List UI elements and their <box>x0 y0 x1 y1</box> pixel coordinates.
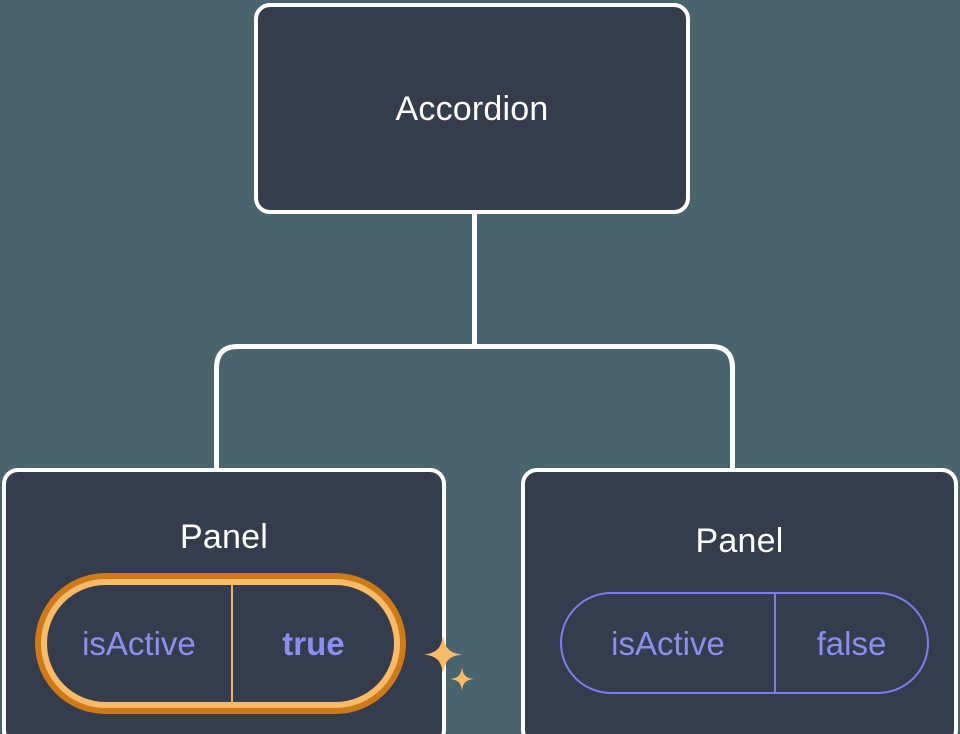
prop-value-false: false <box>774 594 927 692</box>
node-accordion[interactable]: Accordion <box>254 3 690 214</box>
prop-key-isactive: isActive <box>82 625 196 662</box>
prop-pill-isactive-false[interactable]: isActive false <box>560 592 929 694</box>
sparkle-group <box>424 635 474 691</box>
prop-pill-highlight-ring[interactable]: isActive true <box>35 573 406 714</box>
prop-value-true: true <box>230 585 394 702</box>
node-panel-active[interactable]: Panel isActive true <box>2 468 474 734</box>
prop-pill-isactive-true: isActive true <box>47 585 394 702</box>
connector-child-bracket <box>214 344 735 470</box>
node-panel-inactive[interactable]: Panel isActive false <box>521 468 958 734</box>
node-panel-inactive-title: Panel <box>695 522 784 560</box>
prop-pill-isactive-true-wrapper: isActive true <box>35 573 474 714</box>
node-panel-active-title: Panel <box>180 518 268 556</box>
sparkle-large-icon <box>424 635 462 674</box>
sparkle-small-icon <box>450 667 474 691</box>
node-accordion-title: Accordion <box>395 89 549 128</box>
prop-pill-highlight-inner-ring: isActive true <box>41 579 400 708</box>
prop-pill-isactive-false-wrapper: isActive false <box>560 592 929 694</box>
prop-key-isactive: isActive <box>611 624 725 662</box>
